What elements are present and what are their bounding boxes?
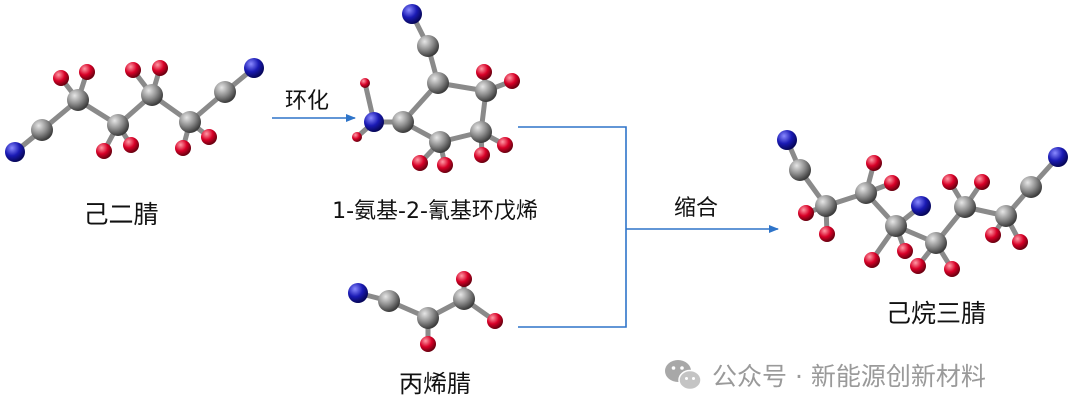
wechat-icon: [665, 360, 702, 391]
oxygen-atom: [944, 261, 960, 277]
oxygen-atom: [412, 155, 428, 171]
oxygen-atom: [866, 155, 882, 171]
intermediate-molecule: [352, 4, 520, 173]
nitrogen-atom: [348, 283, 368, 303]
carbon-atom: [179, 111, 201, 133]
carbon-atom: [470, 121, 492, 143]
carbon-atom: [885, 215, 907, 237]
carbon-atom: [429, 131, 451, 153]
oxygen-atom: [974, 174, 990, 190]
oxygen-atom: [487, 313, 503, 329]
oxygen-atom: [504, 73, 520, 89]
carbon-atom: [925, 232, 947, 254]
oxygen-atom: [819, 226, 835, 242]
carbon-atom: [141, 84, 163, 106]
oxygen-atom: [79, 64, 95, 80]
carbon-atom: [67, 89, 89, 111]
carbon-atom: [855, 182, 877, 204]
oxygen-atom: [884, 175, 900, 191]
oxygen-atom: [53, 70, 69, 86]
nitrogen-atom: [1048, 147, 1068, 167]
oxygen-atom: [985, 227, 1001, 243]
oxygen-atom: [352, 132, 362, 142]
oxygen-atom: [476, 64, 492, 80]
carbon-atom: [417, 35, 439, 57]
carbon-atom: [789, 159, 811, 181]
condensation-label: 缩合: [674, 196, 718, 221]
carbon-atom: [378, 290, 400, 312]
acrylonitrile-label: 丙烯腈: [399, 370, 471, 398]
intermediate-label: 1-氨基-2-氰基环戊烯: [332, 199, 538, 224]
oxygen-atom: [897, 243, 913, 259]
carbon-atom: [417, 307, 439, 329]
oxygen-atom: [123, 137, 139, 153]
condensation-connector: [518, 126, 779, 328]
nitrogen-atom: [244, 58, 264, 78]
carbon-atom: [815, 195, 837, 217]
oxygen-atom: [497, 137, 513, 153]
oxygen-atom: [420, 336, 436, 352]
carbon-atom: [392, 111, 414, 133]
oxygen-atom: [942, 174, 958, 190]
nitrogen-atom: [911, 196, 931, 216]
carbon-atom: [107, 114, 129, 136]
carbon-atom: [427, 72, 449, 94]
oxygen-atom: [201, 129, 217, 145]
carbon-atom: [475, 80, 497, 102]
oxygen-atom: [910, 258, 926, 274]
cyclization-label: 环化: [285, 89, 329, 114]
oxygen-atom: [125, 62, 141, 78]
oxygen-atom: [456, 271, 472, 287]
oxygen-atom: [1012, 234, 1028, 250]
product-molecule: [777, 130, 1068, 277]
adiponitrile-molecule: [5, 58, 264, 162]
nitrogen-atom: [5, 142, 25, 162]
carbon-atom: [31, 119, 53, 141]
oxygen-atom: [474, 147, 490, 163]
carbon-atom: [995, 205, 1017, 227]
carbon-atom: [214, 81, 236, 103]
acrylonitrile-molecule: [348, 271, 503, 352]
oxygen-atom: [96, 143, 112, 159]
nitrogen-atom: [364, 112, 384, 132]
oxygen-atom: [437, 157, 453, 173]
nitrogen-atom: [777, 130, 797, 150]
oxygen-atom: [175, 140, 191, 156]
carbon-atom: [453, 288, 475, 310]
watermark: 公众号 · 新能源创新材料: [665, 360, 986, 391]
oxygen-atom: [152, 60, 168, 76]
watermark-text: 公众号 · 新能源创新材料: [712, 362, 986, 391]
oxygen-atom: [798, 205, 814, 221]
carbon-atom: [1020, 176, 1042, 198]
carbon-atom: [954, 196, 976, 218]
product-label: 己烷三腈: [886, 299, 986, 328]
adiponitrile-label: 己二腈: [83, 200, 158, 229]
nitrogen-atom: [402, 4, 422, 24]
oxygen-atom: [864, 252, 880, 268]
oxygen-atom: [360, 78, 370, 88]
